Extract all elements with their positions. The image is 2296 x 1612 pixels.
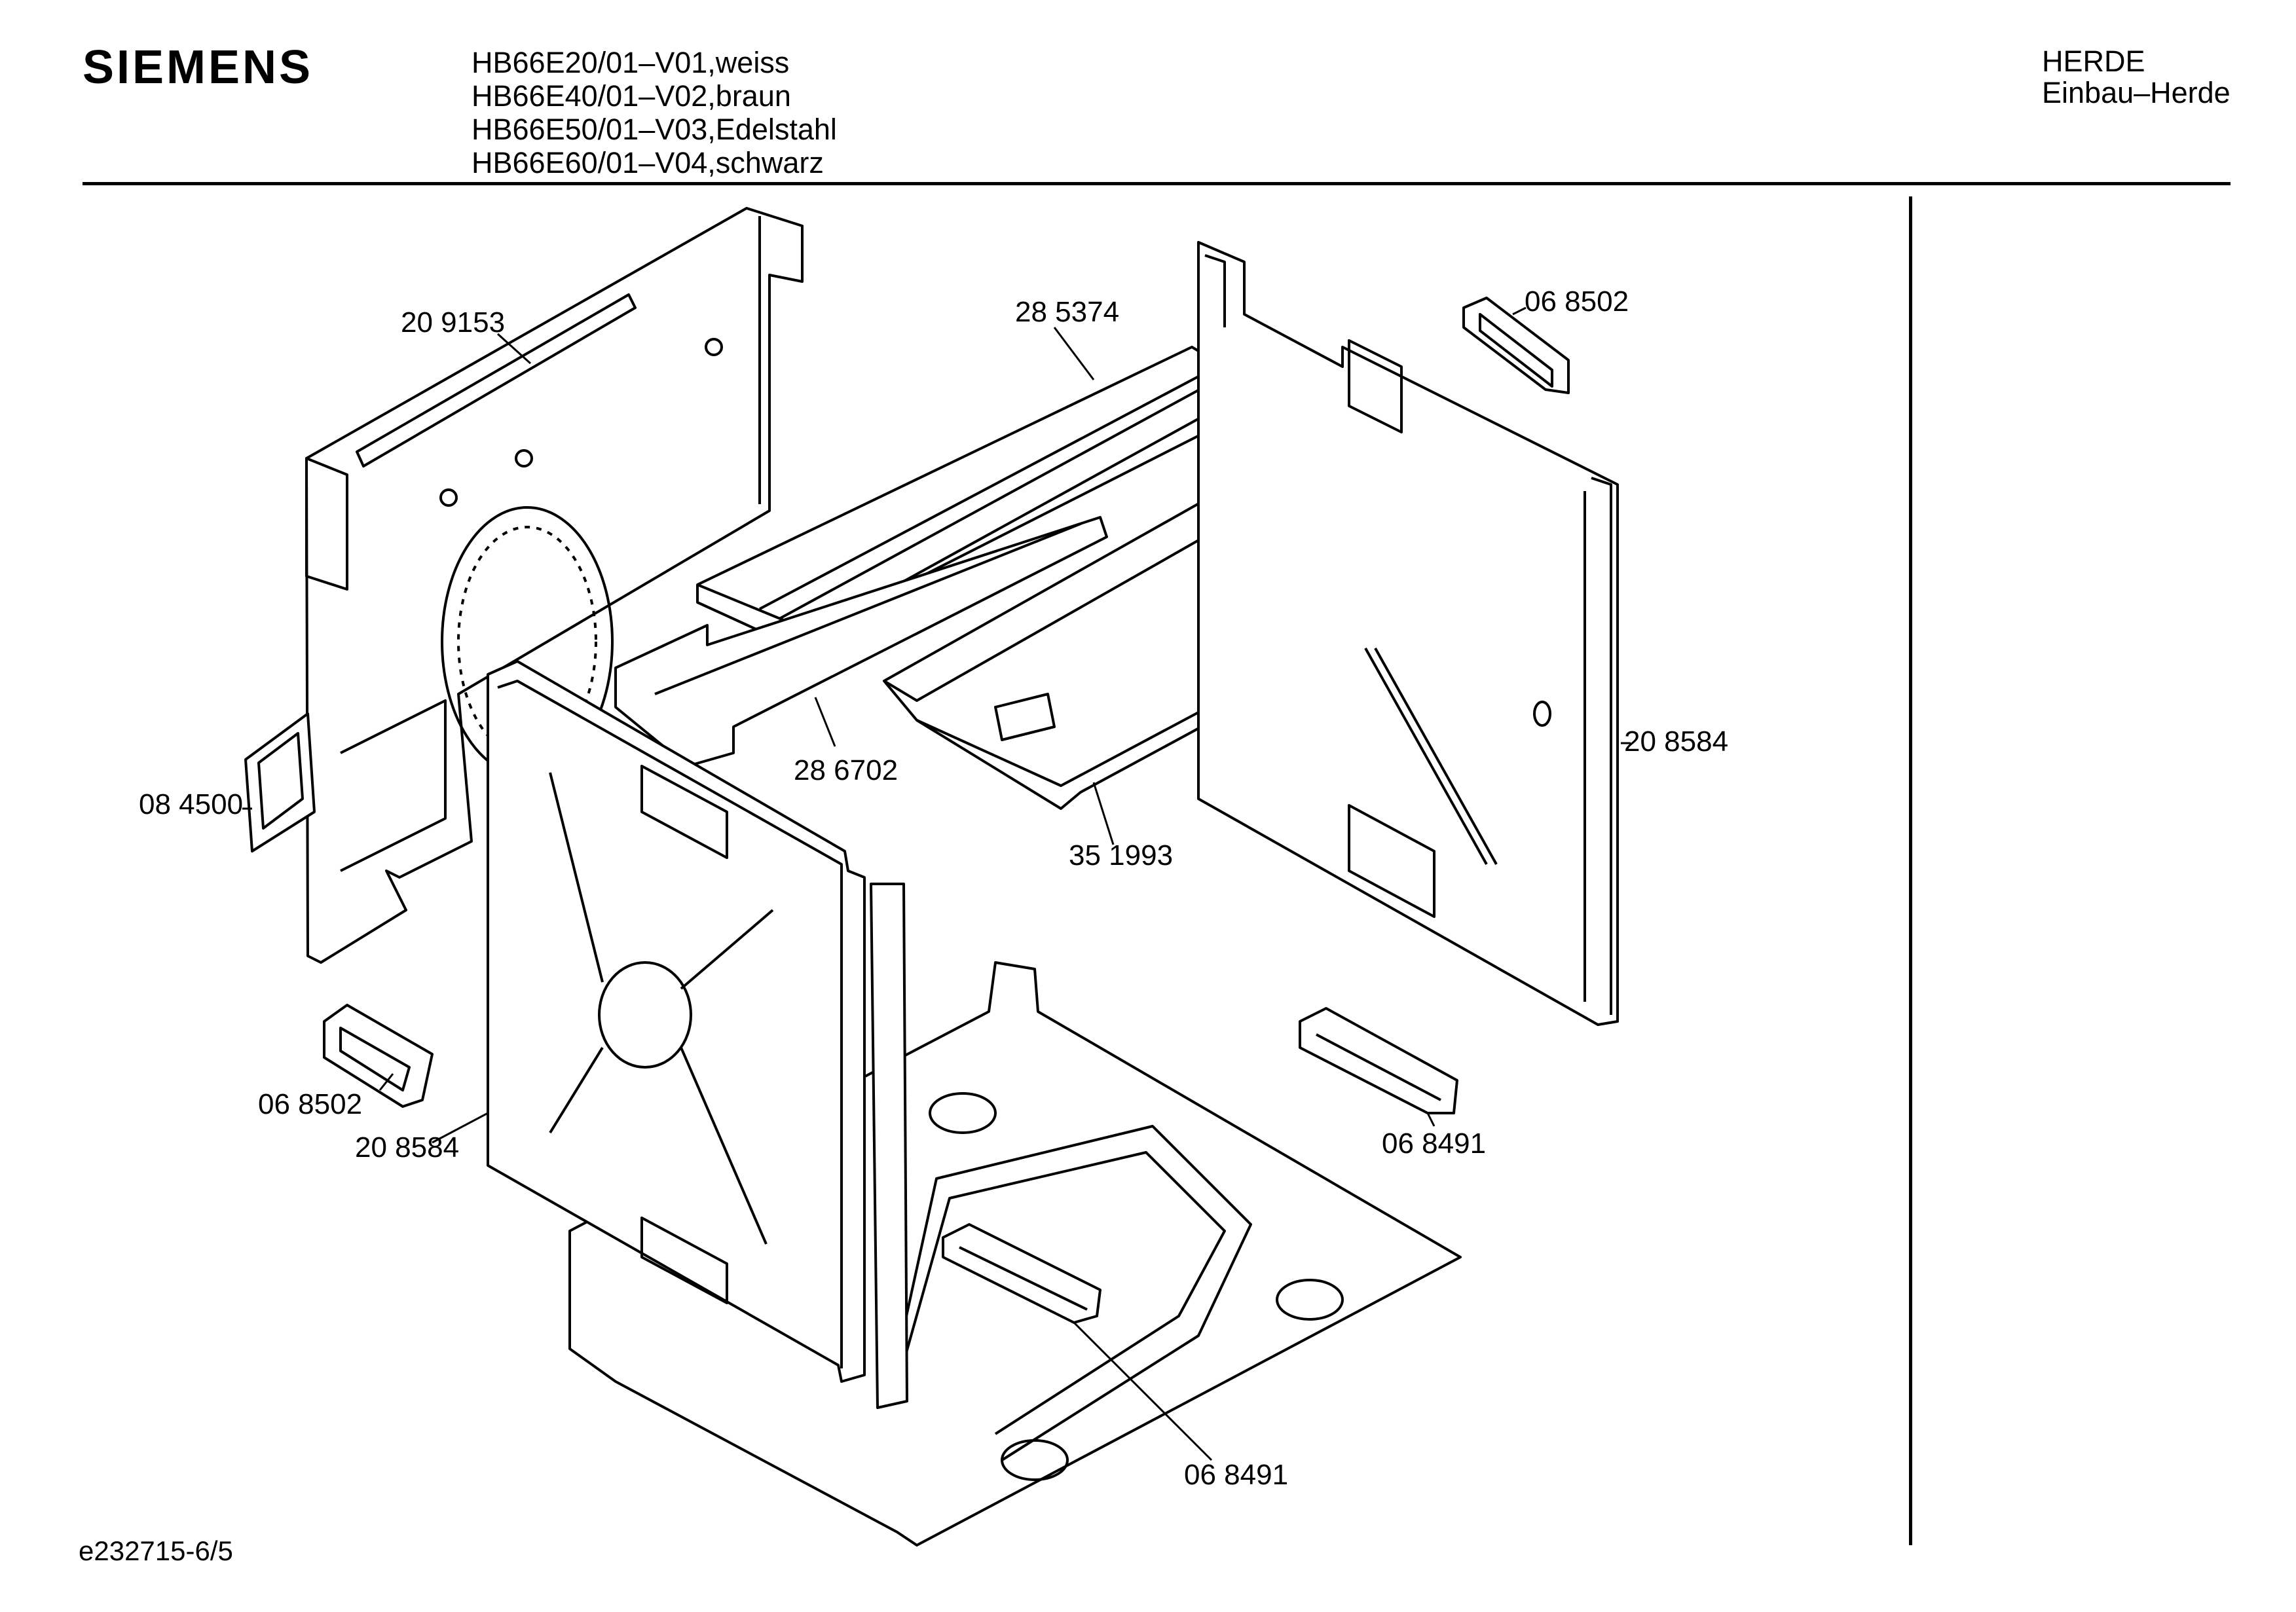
part-label: 08 4500 bbox=[139, 788, 244, 820]
brand-logo: SIEMENS bbox=[83, 41, 314, 94]
part-label: 28 6702 bbox=[794, 754, 898, 786]
front-side-panel bbox=[487, 660, 908, 1409]
part-label: 20 8584 bbox=[355, 1131, 460, 1163]
model-line: HB66E40/01–V02,braun bbox=[472, 79, 791, 113]
part-label: 06 8502 bbox=[258, 1088, 363, 1120]
handle-068502-left bbox=[323, 1004, 434, 1108]
part-label: 06 8491 bbox=[1382, 1127, 1487, 1160]
model-line: HB66E60/01–V04,schwarz bbox=[472, 146, 824, 179]
drawing-id: e232715-6/5 bbox=[79, 1535, 233, 1566]
part-label: 35 1993 bbox=[1069, 839, 1174, 871]
model-list: HB66E20/01–V01,weiss HB66E40/01–V02,brau… bbox=[472, 46, 837, 179]
part-label: 20 9153 bbox=[401, 306, 506, 339]
bracket-068491-bottom bbox=[942, 1223, 1102, 1324]
subcategory: Einbau–Herde bbox=[2042, 76, 2231, 109]
model-line: HB66E20/01–V01,weiss bbox=[472, 46, 790, 79]
part-label: 06 8491 bbox=[1184, 1459, 1289, 1491]
bracket-068491-right bbox=[1299, 1007, 1458, 1114]
category: HERDE bbox=[2042, 45, 2145, 78]
part-label: 28 5374 bbox=[1015, 296, 1120, 328]
bracket-084500 bbox=[244, 712, 316, 852]
handle-068502-right bbox=[1462, 297, 1570, 394]
header-divider bbox=[83, 182, 2231, 185]
left-side-panel bbox=[305, 207, 804, 964]
margin-divider bbox=[1909, 196, 1912, 1545]
model-line: HB66E50/01–V03,Edelstahl bbox=[472, 113, 837, 146]
leader-lines bbox=[242, 306, 1631, 1461]
category-block: HERDE Einbau–Herde bbox=[2042, 46, 2231, 109]
right-side-panel bbox=[1197, 241, 1619, 1026]
part-label: 20 8584 bbox=[1624, 725, 1729, 758]
part-label: 06 8502 bbox=[1525, 285, 1629, 318]
mid-rail-286702 bbox=[614, 516, 1108, 767]
